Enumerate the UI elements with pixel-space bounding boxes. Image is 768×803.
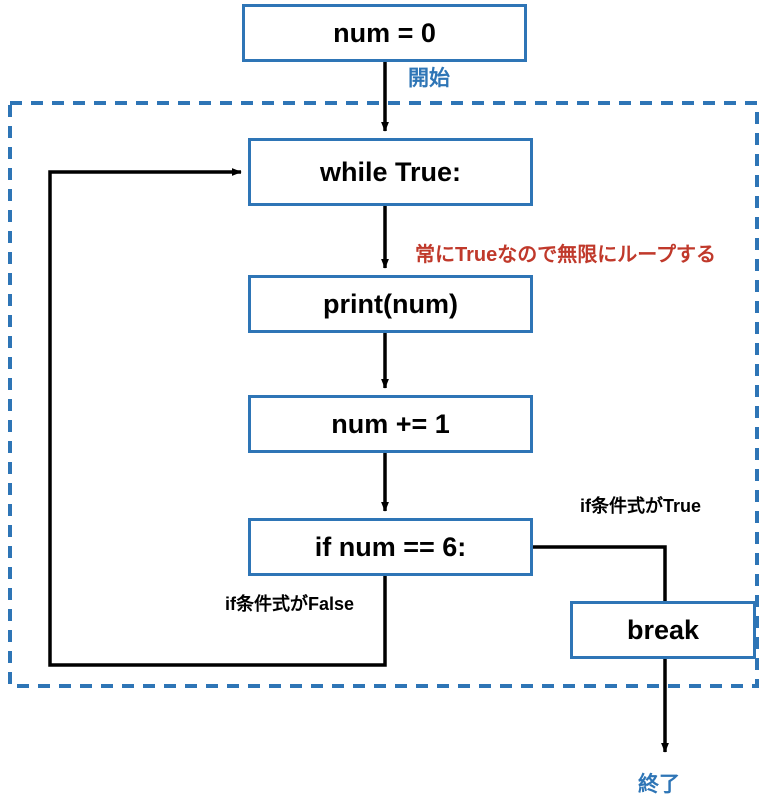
node-print-label: print(num) [323,288,458,319]
loop-scope-region [8,101,759,688]
node-print[interactable]: print(num) [248,275,533,333]
node-while-label: while True: [319,156,462,187]
node-init-label: num = 0 [333,17,436,48]
node-increment[interactable]: num += 1 [248,395,533,453]
node-if-condition-label: if num == 6: [314,531,467,562]
annotation-branch-false: if条件式がFalse [225,594,355,614]
connector-true-to-break [533,545,667,601]
node-while[interactable]: while True: [248,138,533,206]
node-if-condition[interactable]: if num == 6: [248,518,533,576]
node-increment-label: num += 1 [331,408,450,439]
annotation-end: 終了 [638,773,680,796]
connector-false-loopback [48,168,387,667]
annotation-start: 開始 [408,67,450,90]
annotation-loop-note: 常にTrueなので無限にループする [415,244,717,266]
node-init[interactable]: num = 0 [242,4,527,62]
annotation-branch-true: if条件式がTrue [580,496,702,516]
node-break[interactable]: break [570,601,756,659]
node-break-label: break [626,614,700,645]
